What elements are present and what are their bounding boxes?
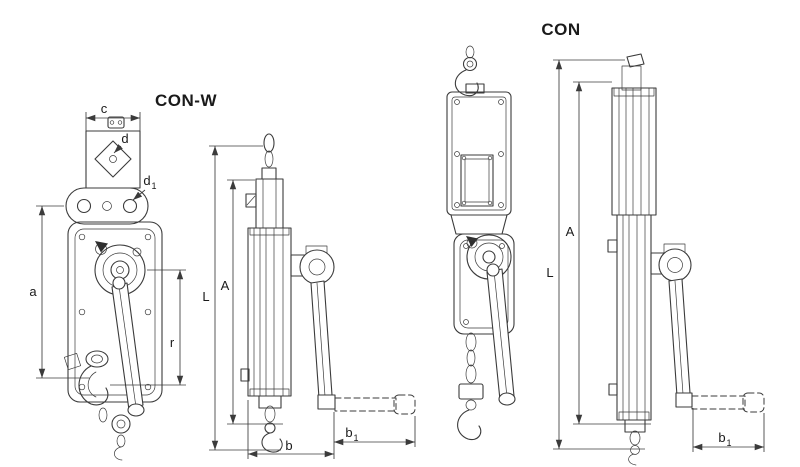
dimension-d: d (113, 131, 129, 154)
top-chain (261, 133, 277, 180)
top-link (621, 53, 645, 91)
lever-assembly-side (290, 245, 336, 410)
dimension-b: b (247, 400, 335, 459)
dim-label-r: r (170, 335, 175, 350)
load-chain-and-hook (457, 332, 484, 441)
con-w-side-view (240, 133, 416, 453)
dimension-d1: d 1 (132, 173, 157, 201)
dim-label-b1-sub: 1 (353, 433, 358, 443)
gear-case (446, 83, 512, 216)
con-side-view (607, 53, 765, 466)
dimension-r: r (110, 269, 186, 386)
dimension-b1-left: b 1 (334, 416, 416, 447)
dim-label-b: b (285, 438, 292, 453)
lower-body (453, 233, 515, 335)
dim-label-A: A (566, 224, 575, 239)
dim-label-A: A (221, 278, 230, 293)
handwheel-gears (466, 234, 512, 280)
dim-label-b1-sub: 1 (726, 438, 731, 448)
dim-label-a: a (29, 284, 37, 299)
dim-label-b1: b (718, 430, 725, 445)
con-w-dimensions: c d d 1 a r (29, 101, 416, 459)
gear-case-side (611, 87, 657, 216)
upper-column (245, 178, 284, 229)
dim-label-c: c (101, 101, 108, 116)
dimension-b1-right: b 1 (692, 408, 765, 452)
dim-label-L: L (202, 289, 209, 304)
con-w-drawing: CON-W (29, 91, 416, 461)
dimension-a: a (29, 205, 90, 379)
telescopic-handle-dashed (691, 392, 765, 413)
dim-label-d1: d (143, 173, 150, 188)
handwheel-gears (94, 241, 146, 296)
suspension-bracket (65, 187, 149, 225)
con-drawing: CON (446, 20, 765, 466)
dim-label-L: L (546, 265, 553, 280)
dimension-c: c (85, 101, 141, 131)
dimension-A-left: A (221, 179, 283, 425)
dimension-A-right: A (566, 81, 651, 425)
load-hook (63, 350, 109, 406)
operating-lever (111, 276, 145, 417)
bottom-chain (98, 407, 131, 461)
con-w-title: CON-W (155, 91, 217, 110)
dim-label-b1: b (345, 425, 352, 440)
lever-assembly-side (650, 243, 693, 408)
dimension-L-left: L (202, 145, 281, 451)
side-plates (607, 214, 652, 421)
telescopic-handle-dashed (334, 394, 416, 415)
con-dimensions: L A b 1 (546, 59, 765, 452)
top-hook (454, 45, 479, 97)
suspension-housing (85, 130, 141, 189)
dimension-L-right: L (546, 59, 645, 450)
con-title: CON (541, 20, 580, 39)
operating-lever (486, 263, 516, 406)
con-w-front-view (63, 116, 163, 461)
side-plates (240, 227, 292, 397)
con-front-view (446, 45, 516, 441)
top-pin (107, 116, 125, 129)
dim-label-d1-sub: 1 (151, 181, 156, 191)
dim-label-d: d (121, 131, 128, 146)
case-transition (450, 214, 508, 235)
bottom-hook-side (624, 419, 646, 466)
